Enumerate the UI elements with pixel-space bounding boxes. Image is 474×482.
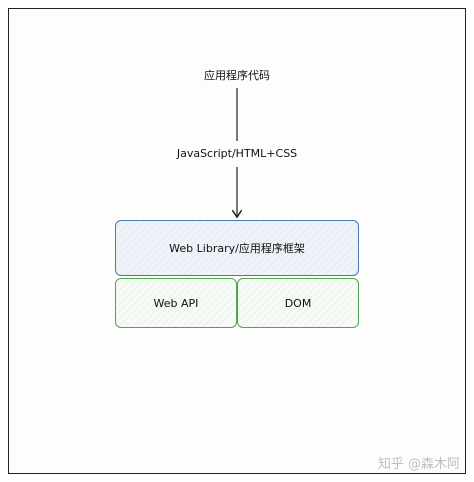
framework-box-label: Web Library/应用程序框架 (169, 242, 305, 255)
watermark: 知乎 @森木阿 (377, 457, 460, 472)
framework-box: Web Library/应用程序框架 (115, 220, 359, 276)
dom-box-label: DOM (284, 296, 312, 310)
web-api-box-label: Web API (153, 296, 199, 310)
source-label: 应用程序代码 (204, 69, 270, 82)
dom-box: DOM (237, 278, 359, 328)
web-api-box: Web API (115, 278, 237, 328)
arrow-label: JavaScript/HTML+CSS (176, 147, 298, 160)
